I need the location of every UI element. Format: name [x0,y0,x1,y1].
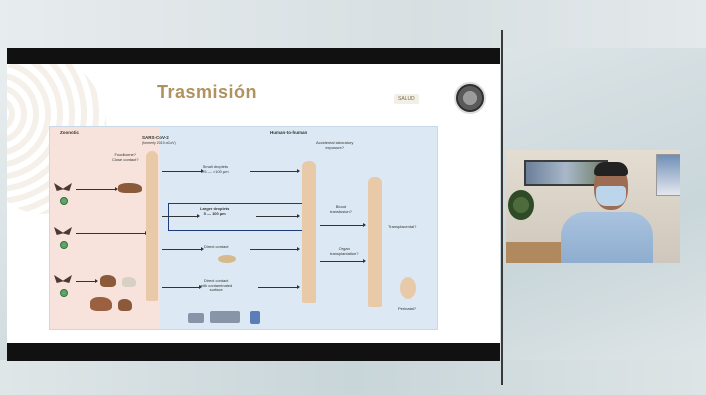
participant-video [506,150,680,263]
shelf [506,242,566,263]
device-icon [188,313,204,323]
virus-sublabel: (formerly 2019-nCoV) [142,141,176,145]
human-to-human-label: Human-to-human [270,130,308,135]
pangolin-icon [118,183,142,193]
camel-icon [90,297,112,311]
virus-icon [60,241,68,249]
route-arrow [256,214,300,218]
route-arrow [250,247,300,251]
route-contaminated-surface: Direct contact with contaminated surface [200,278,233,293]
transmission-arrow [76,187,118,191]
human-figure-recipient [302,161,316,303]
background-bottom [0,360,706,395]
outcome-organ-transplant: Organ transplantation? [330,246,359,256]
outcome-lab-exposure: Accidental laboratory exposure? [316,140,354,150]
salud-logo: SALUD [394,94,419,104]
shared-screen: Trasmisión SALUD Zoonotic Human-to-human… [7,48,500,361]
sheep-icon [122,277,136,287]
zoonotic-panel [50,127,160,329]
transplacental-label: Transplacental? [388,224,417,229]
route-arrow [258,285,300,289]
route-larger-droplets: Larger droplets 5 — 100 µm [200,206,230,216]
route-arrow [162,169,204,173]
route-arrow [162,214,200,218]
participant-body [561,212,653,263]
transmission-diagram: Zoonotic Human-to-human SARS-CoV-2 (form… [49,126,438,330]
perinatal-label: Perinatal? [398,306,417,311]
transmission-arrow [76,231,148,235]
highlight-box [168,203,306,231]
wall-photo [656,154,680,196]
outcome-arrow [320,259,366,263]
handshake-icon [218,255,236,263]
civet-icon [100,275,116,287]
route-direct-contact: Direct contact [204,244,229,249]
virus-label: SARS-CoV-2 [142,135,169,140]
outcome-blood-transfusion: Blood transfusion? [330,204,352,214]
presentation-slide: Trasmisión SALUD Zoonotic Human-to-human… [7,64,500,343]
slide-title: Trasmisión [157,82,258,102]
route-arrow [162,247,204,251]
background-top [0,0,706,48]
route-arrow [162,285,202,289]
window-divider [501,30,503,385]
infant-figure [400,277,416,299]
plant [508,190,534,220]
cup-icon [250,311,260,324]
virus-icon [60,197,68,205]
virus-icon [60,289,68,297]
zoonotic-label: Zoonotic [60,130,79,135]
outcome-arrow [320,223,366,227]
government-seal-icon [454,82,486,114]
route-arrow [250,169,300,173]
human-figure-source [146,151,158,301]
human-figure-recipient [368,177,382,307]
bed-icon [210,311,240,323]
route-small-droplets: Small droplets >5 — >100 µm [202,164,229,174]
face-mask [596,186,626,206]
foodborne-label: Foodborne? Close contact? [112,152,139,162]
dog-icon [118,299,132,311]
transmission-arrow [76,279,98,283]
